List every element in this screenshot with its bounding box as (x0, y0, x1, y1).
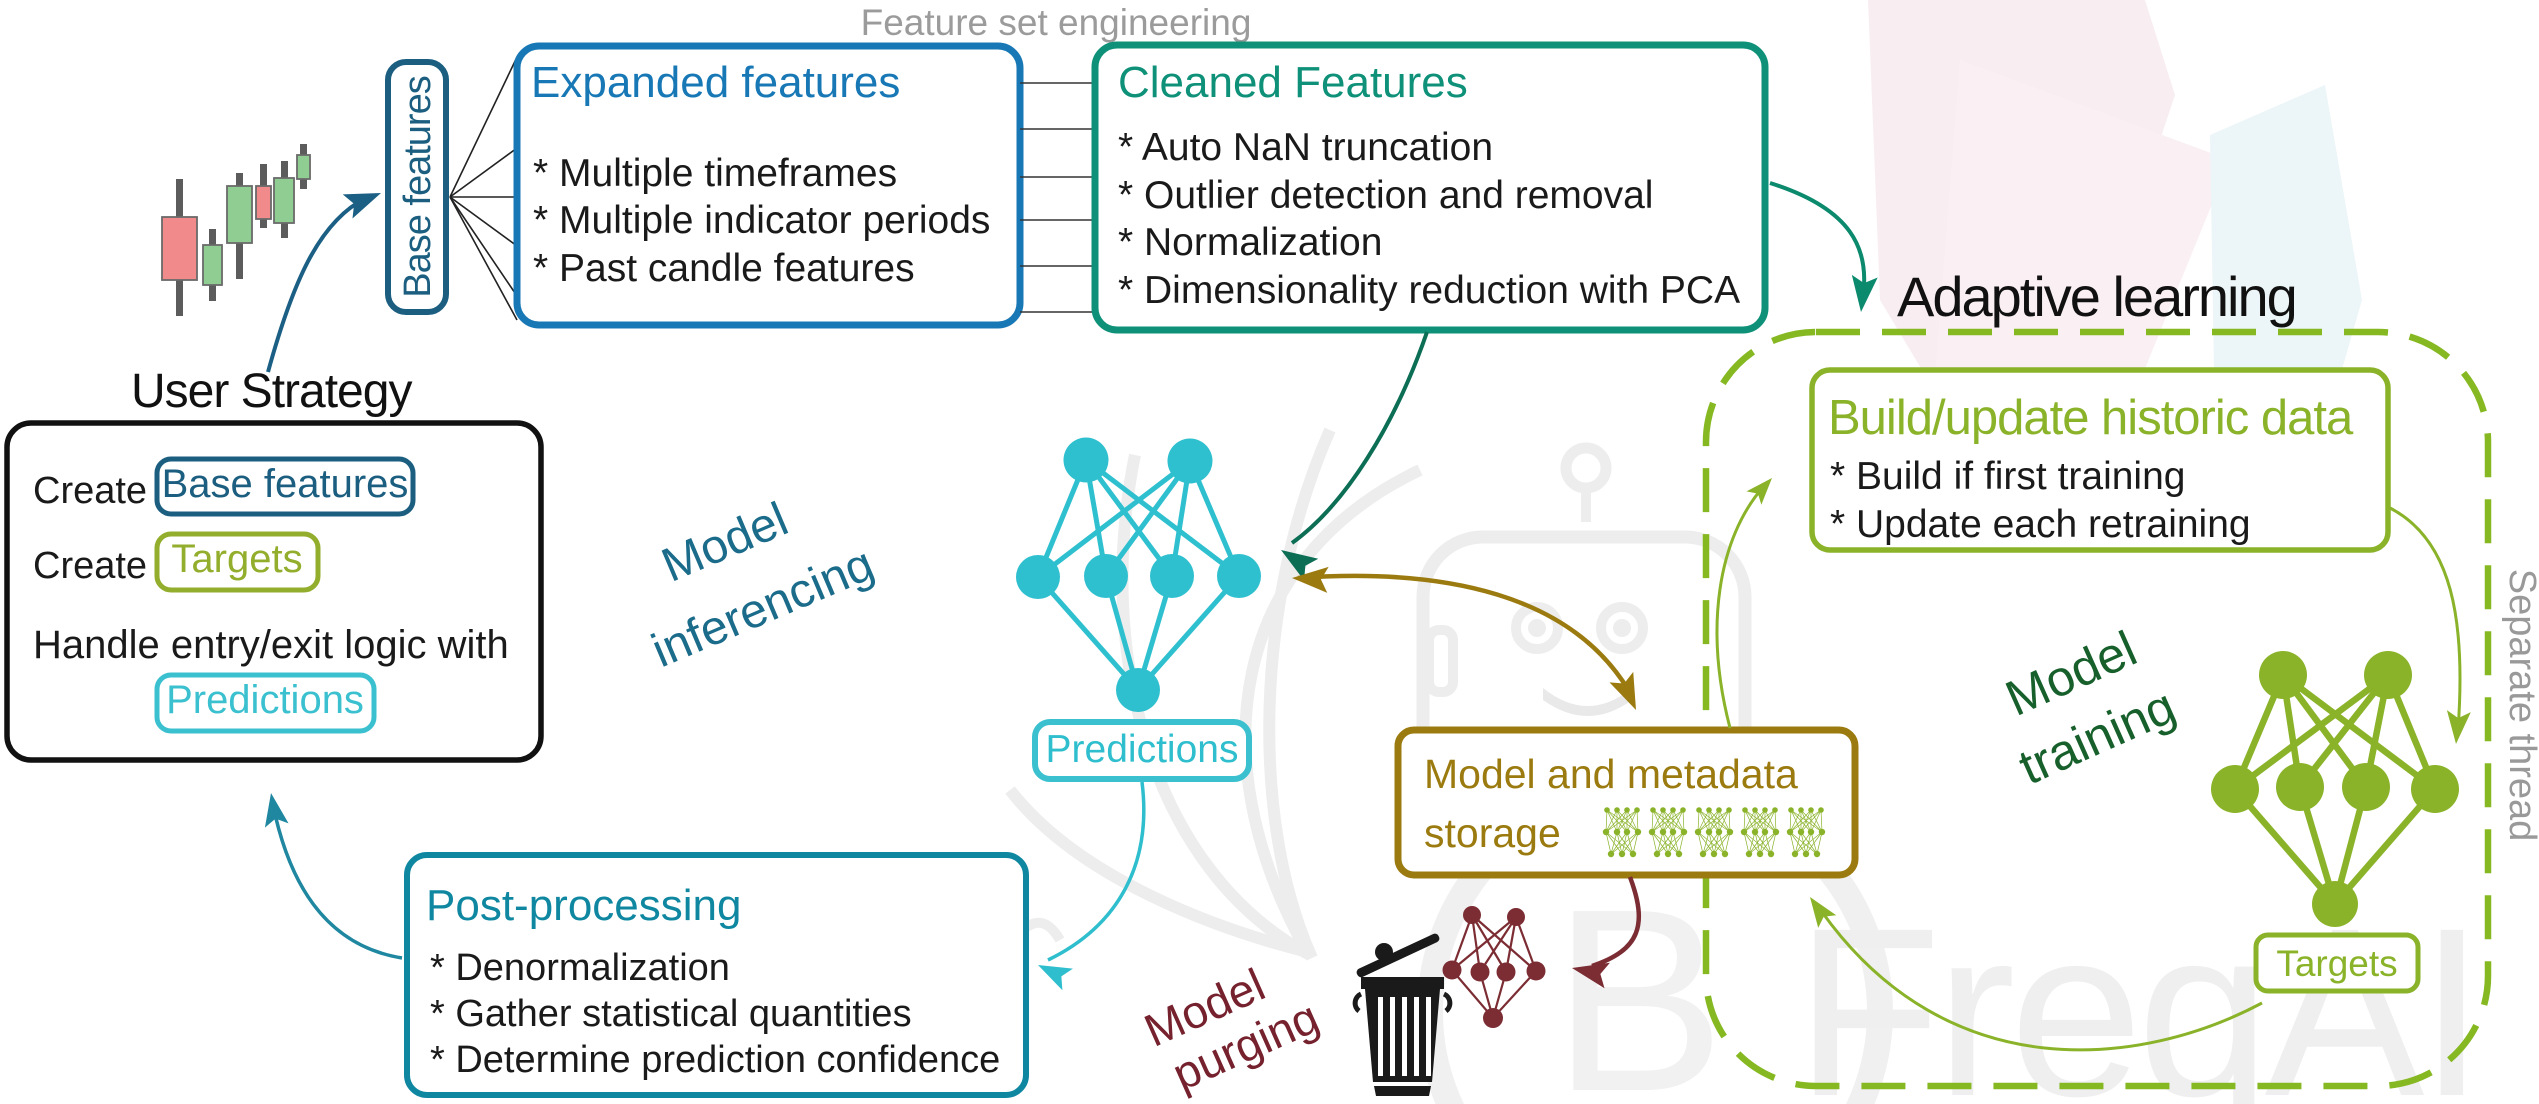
svg-text:Create: Create (33, 470, 147, 512)
svg-text:User Strategy: User Strategy (131, 365, 412, 418)
svg-text:Model and metadata: Model and metadata (1424, 751, 1798, 797)
svg-text:Predictions: Predictions (1046, 728, 1239, 771)
svg-text:Targets: Targets (171, 537, 302, 581)
svg-text:* Dimensionality reduction wi: * Dimensionality reduction with PCA (1118, 269, 1740, 312)
svg-text:Handle entry/exit logic with: Handle entry/exit logic with (33, 623, 509, 667)
svg-text:* Normalization: * Normalization (1118, 221, 1382, 264)
svg-text:Build/update historic data: Build/update historic data (1828, 391, 2354, 445)
svg-text:* Multiple timeframes: * Multiple timeframes (533, 152, 897, 195)
svg-text:* Auto NaN truncation: * Auto NaN truncation (1118, 126, 1493, 169)
svg-text:* Denormalization: * Denormalization (430, 947, 730, 989)
svg-text:* Determine prediction confid: * Determine prediction confidence (430, 1039, 1000, 1081)
svg-text:* Gather statistical quantiti: * Gather statistical quantities (430, 993, 912, 1035)
svg-text:* Past candle features: * Past candle features (533, 247, 915, 290)
svg-text:storage: storage (1424, 810, 1561, 856)
svg-text:Expanded features: Expanded features (531, 58, 900, 107)
svg-text:Adaptive learning: Adaptive learning (1897, 265, 2296, 328)
svg-text:Cleaned Features: Cleaned Features (1118, 58, 1468, 107)
svg-text:* Outlier detection and remov: * Outlier detection and removal (1118, 174, 1653, 217)
svg-text:Base features: Base features (162, 462, 409, 506)
svg-text:* Multiple indicator periods: * Multiple indicator periods (533, 199, 990, 242)
svg-text:Post-processing: Post-processing (426, 881, 741, 930)
svg-text:Base features: Base features (397, 76, 439, 297)
svg-text:B: B (1552, 856, 1725, 1104)
svg-text:* Update each retraining: * Update each retraining (1830, 503, 2251, 546)
svg-text:Targets: Targets (2276, 943, 2397, 984)
svg-text:* Build if first training: * Build if first training (1830, 455, 2185, 498)
svg-text:Predictions: Predictions (166, 678, 364, 722)
svg-text:Separate thread: Separate thread (2501, 569, 2539, 842)
svg-text:Create: Create (33, 545, 147, 587)
svg-text:Feature set engineering: Feature set engineering (861, 2, 1252, 43)
